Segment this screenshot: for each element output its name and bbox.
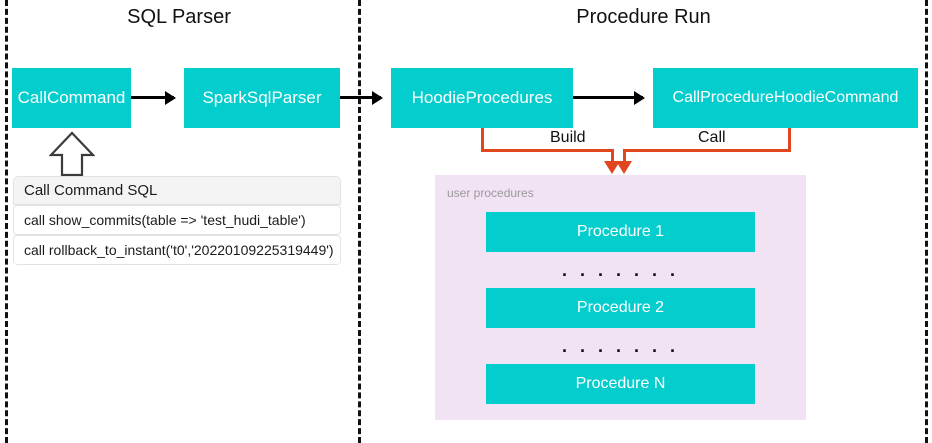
call-connector-vertical-end: [623, 149, 626, 165]
node-hoodie-procedures-label: HoodieProcedures: [411, 88, 553, 108]
sql-table-header: Call Command SQL: [13, 176, 341, 205]
section-title-procedure-run: Procedure Run: [576, 6, 711, 28]
build-connector-vertical-end: [611, 149, 614, 165]
call-connector-vertical-start: [788, 128, 791, 152]
arrow-spark-sql-parser-to-hoodie-procedures: [340, 96, 381, 99]
node-call-command[interactable]: Call Command: [12, 68, 131, 128]
edge-label-call: Call: [693, 129, 731, 147]
sql-table-row[interactable]: call show_commits(table => 'test_hudi_ta…: [13, 205, 341, 235]
arrow-call-command-to-spark-sql-parser: [131, 96, 174, 99]
node-call-procedure-hoodie-command[interactable]: CallProcedureHoodieCommand: [653, 68, 918, 128]
procedure-box[interactable]: Procedure N: [486, 364, 755, 404]
user-procedures-label: user procedures: [447, 186, 534, 200]
build-connector-vertical-start: [481, 128, 484, 152]
node-spark-sql-parser-label: SparkSqlParser: [202, 88, 322, 108]
divider-left-edge: [5, 0, 8, 443]
user-procedures-panel: user procedures Procedure 1 . . . . . . …: [435, 175, 806, 420]
procedure-box[interactable]: Procedure 2: [486, 288, 755, 328]
divider-middle: [358, 0, 361, 443]
build-connector-horizontal: [481, 149, 614, 152]
call-command-sql-table: Call Command SQL call show_commits(table…: [13, 176, 341, 265]
section-title-sql-parser: SQL Parser: [127, 6, 231, 28]
procedure-box[interactable]: Procedure 1: [486, 212, 755, 252]
divider-right-edge: [925, 0, 928, 443]
node-call-command-label-line1: Call: [17, 88, 47, 108]
procedure-ellipsis: . . . . . . .: [561, 336, 679, 356]
edge-label-build: Build: [545, 129, 591, 147]
node-hoodie-procedures[interactable]: HoodieProcedures: [391, 68, 573, 128]
node-call-procedure-hoodie-command-label: CallProcedureHoodieCommand: [672, 88, 899, 106]
sql-table-row[interactable]: call rollback_to_instant('t0','202201092…: [13, 235, 341, 265]
node-call-command-label-line2: Command: [46, 88, 126, 108]
call-connector-arrowhead: [616, 161, 632, 174]
block-arrow-up-icon: [49, 131, 95, 177]
procedure-ellipsis: . . . . . . .: [561, 260, 679, 280]
node-spark-sql-parser[interactable]: SparkSqlParser: [184, 68, 340, 128]
arrow-hoodie-procedures-to-call-procedure-hoodie-command: [573, 96, 643, 99]
call-connector-horizontal: [623, 149, 791, 152]
